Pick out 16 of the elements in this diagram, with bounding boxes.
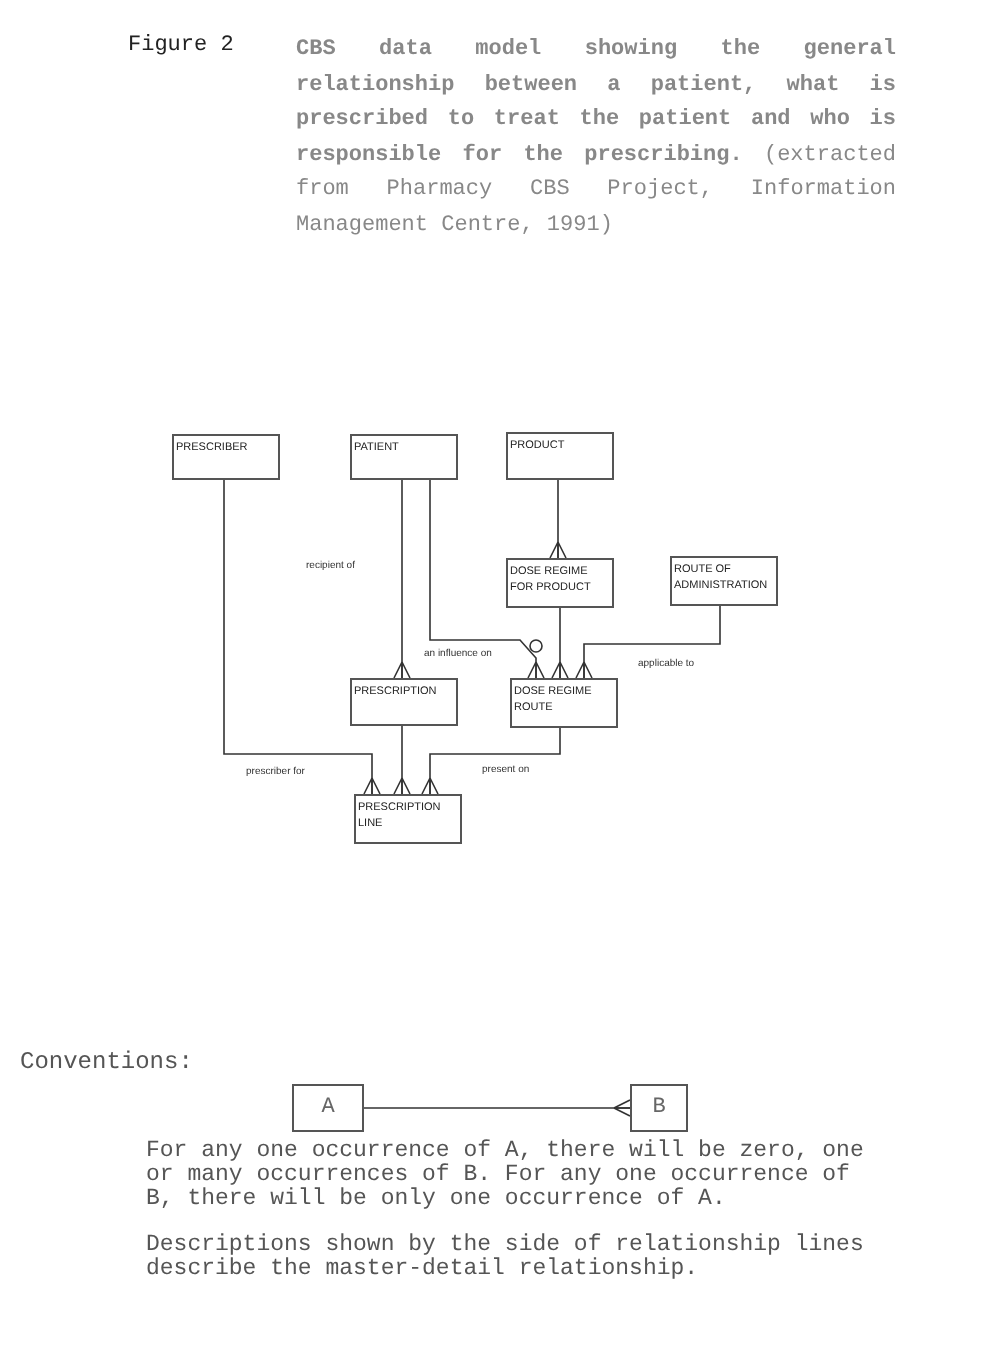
figure-title: Figure 2 xyxy=(128,34,234,58)
note-text: Descriptions shown by the side of relationship lines describe the master-detail relationship. xyxy=(146,1234,866,1282)
relationship-line xyxy=(393,479,411,679)
entity-box: A xyxy=(292,1084,364,1132)
section-heading: Conventions: xyxy=(20,1048,193,1076)
relationship-line xyxy=(429,479,545,679)
relationship-line xyxy=(393,725,411,795)
relationship-line xyxy=(223,479,381,795)
relationship-line xyxy=(551,607,569,679)
entity-box: B xyxy=(630,1084,688,1132)
figure-caption: CBS data model showing the general relationship between a patient, what is prescribed to treat the patient and who is responsible for the prescribing. (extracted from Pharmacy CBS Project, Information Management Centre, 1991) xyxy=(296,36,896,241)
relationship-line xyxy=(575,605,721,679)
relationship-line xyxy=(363,1099,631,1117)
relationship-line xyxy=(421,727,561,795)
relationship-line xyxy=(549,479,567,559)
note-text: For any one occurrence of A, there will be zero, one or many occurrences of B. For any one occurrence of B, there will be only one occurrence of A. xyxy=(146,1140,866,1212)
